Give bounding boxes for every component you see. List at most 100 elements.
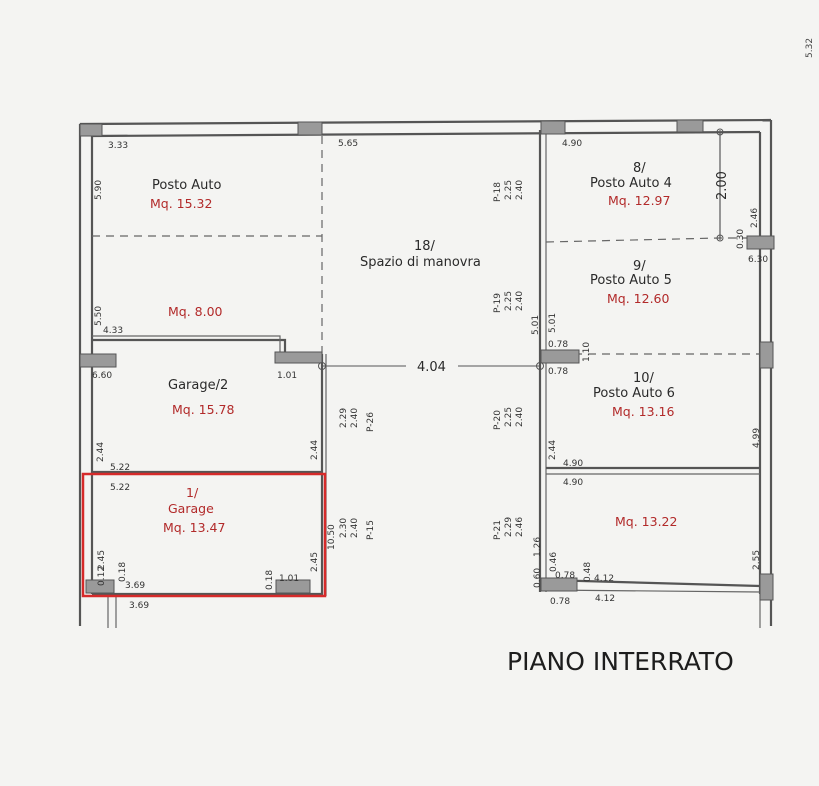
right-bottom-wall2 bbox=[545, 589, 761, 593]
pipe-height: 2.25 bbox=[504, 180, 514, 200]
dim-label: 4.90 bbox=[563, 478, 583, 488]
dim-label: 0.30 bbox=[736, 229, 746, 249]
dim-label: 0.78 bbox=[555, 571, 575, 581]
room-1322-area: Mq. 13.22 bbox=[615, 514, 677, 529]
pillar bbox=[540, 577, 578, 592]
pipe-height: 2.40 bbox=[350, 518, 360, 538]
dim-label: 4.99 bbox=[752, 428, 762, 448]
room-garage1-num: 1/ bbox=[186, 485, 199, 500]
pipe-p19: P-19 2.25 2.40 bbox=[493, 291, 525, 313]
dim-label: 0.78 bbox=[550, 597, 570, 607]
dim-label: 5.50 bbox=[94, 306, 104, 326]
pillar bbox=[297, 121, 323, 136]
dim-label: 5.90 bbox=[94, 180, 104, 200]
room-800-area: Mq. 8.00 bbox=[168, 304, 223, 319]
pipe-height: 2.40 bbox=[515, 291, 525, 311]
pillar bbox=[274, 351, 323, 364]
pillar bbox=[759, 341, 774, 369]
dim-label: 5.01 bbox=[531, 315, 541, 335]
dim-label: 4.90 bbox=[562, 139, 582, 149]
room-manovra-num: 18/ bbox=[414, 239, 436, 254]
pipe-p21: P-21 2.29 2.46 bbox=[493, 517, 525, 540]
dim-label: 0.78 bbox=[548, 367, 568, 377]
dim-label: 4.90 bbox=[563, 459, 583, 469]
dim-label: 3.69 bbox=[125, 581, 145, 591]
dim-label: 2.45 bbox=[97, 550, 107, 570]
pillar bbox=[676, 119, 704, 133]
room-pa6-name: Posto Auto 6 bbox=[593, 386, 675, 401]
room-pa5-area: Mq. 12.60 bbox=[607, 291, 669, 306]
garage-1-highlight[interactable] bbox=[81, 472, 327, 598]
pillar bbox=[759, 573, 774, 601]
plan-title: PIANO INTERRATO bbox=[507, 647, 734, 676]
room-pa5-name: Posto Auto 5 bbox=[590, 273, 672, 288]
pipe-p15: P-15 2.30 2.40 bbox=[339, 518, 376, 540]
dim-label: 1.01 bbox=[279, 574, 299, 584]
room-garage1-name: Garage bbox=[168, 501, 214, 516]
dim-label: 0.46 bbox=[549, 552, 559, 572]
dim-label: 5.01 bbox=[548, 313, 558, 333]
dimension-labels: 3.33 5.65 4.90 6.30 4.33 6.60 1.01 4.04 … bbox=[92, 139, 768, 611]
dim-marker bbox=[716, 234, 724, 242]
dim-label: 0.18 bbox=[265, 570, 275, 590]
dim-label: 2.44 bbox=[548, 440, 558, 460]
dim-label: 6.60 bbox=[92, 371, 112, 381]
pillars bbox=[79, 119, 775, 601]
dim-label: 0.60 bbox=[533, 568, 543, 588]
pipe-height: 2.25 bbox=[504, 407, 514, 427]
dim-label: 4.12 bbox=[595, 594, 615, 604]
pipe-height: 2.30 bbox=[339, 518, 349, 538]
pipe-label: P-26 bbox=[366, 412, 376, 432]
room-garage2-area: Mq. 15.78 bbox=[172, 402, 234, 417]
dim-label: 0.18 bbox=[118, 562, 128, 582]
dim-label: 4.33 bbox=[103, 326, 123, 336]
pillar bbox=[79, 123, 103, 137]
dimension-labels-vertical: 5.90 2.00 2.46 0.30 5.50 5.01 5.01 1.10 … bbox=[94, 171, 762, 590]
room-garage2-name: Garage/2 bbox=[168, 378, 228, 393]
room-manovra-name: Spazio di manovra bbox=[360, 255, 481, 270]
dash-right-1 bbox=[545, 237, 760, 243]
dim-label: 0.78 bbox=[548, 340, 568, 350]
room-pa6-area: Mq. 13.16 bbox=[612, 404, 674, 419]
dim-label: 10.50 bbox=[327, 524, 337, 550]
pipe-p18: P-18 2.25 2.40 bbox=[493, 180, 525, 202]
pipe-height: 2.40 bbox=[515, 407, 525, 427]
pipe-label: P-20 bbox=[493, 410, 503, 430]
dim-label: 1.01 bbox=[277, 371, 297, 381]
top-wall bbox=[79, 118, 772, 126]
pipe-height: 2.29 bbox=[339, 408, 349, 428]
dim-label-404: 4.04 bbox=[417, 360, 446, 375]
pillar bbox=[746, 235, 775, 250]
dim-label: 2.00 bbox=[715, 171, 730, 200]
pipe-annotations: P-18 2.25 2.40 P-19 2.25 2.40 P-20 2.25 … bbox=[339, 180, 525, 540]
dim-label: 3.33 bbox=[108, 141, 128, 151]
dim-marker bbox=[536, 362, 544, 370]
dim-marker bbox=[318, 362, 326, 370]
left-stub bbox=[107, 594, 117, 628]
room-garage1-area: Mq. 13.47 bbox=[163, 520, 225, 535]
dim-label: 5.65 bbox=[338, 139, 358, 149]
dim-label: 1.10 bbox=[582, 342, 592, 362]
top-wall-inner bbox=[91, 130, 761, 138]
garage-left-top-wall2 bbox=[92, 335, 281, 352]
dim-marker bbox=[716, 128, 724, 136]
pillar bbox=[540, 349, 580, 364]
corner-mark: 5.32 bbox=[805, 38, 815, 58]
pipe-label: P-18 bbox=[493, 182, 503, 202]
room-pa6-num: 10/ bbox=[633, 371, 655, 386]
dim-label: 5.22 bbox=[110, 463, 130, 473]
dim-label: 1.26 bbox=[533, 537, 543, 557]
dim-label: 4.12 bbox=[594, 574, 614, 584]
room-posto-auto-area: Mq. 15.32 bbox=[150, 196, 212, 211]
room-pa4-name: Posto Auto 4 bbox=[590, 176, 672, 191]
dim-label: 2.46 bbox=[750, 208, 760, 228]
pipe-p26: P-26 2.29 2.40 bbox=[339, 408, 376, 432]
pillar bbox=[85, 579, 115, 594]
dim-label: 2.45 bbox=[310, 552, 320, 572]
dim-label: 0.12 bbox=[97, 566, 107, 586]
pipe-height: 2.46 bbox=[515, 517, 525, 537]
room-pa4-num: 8/ bbox=[633, 161, 646, 176]
pipe-height: 2.29 bbox=[504, 517, 514, 537]
pipe-height: 2.25 bbox=[504, 291, 514, 311]
